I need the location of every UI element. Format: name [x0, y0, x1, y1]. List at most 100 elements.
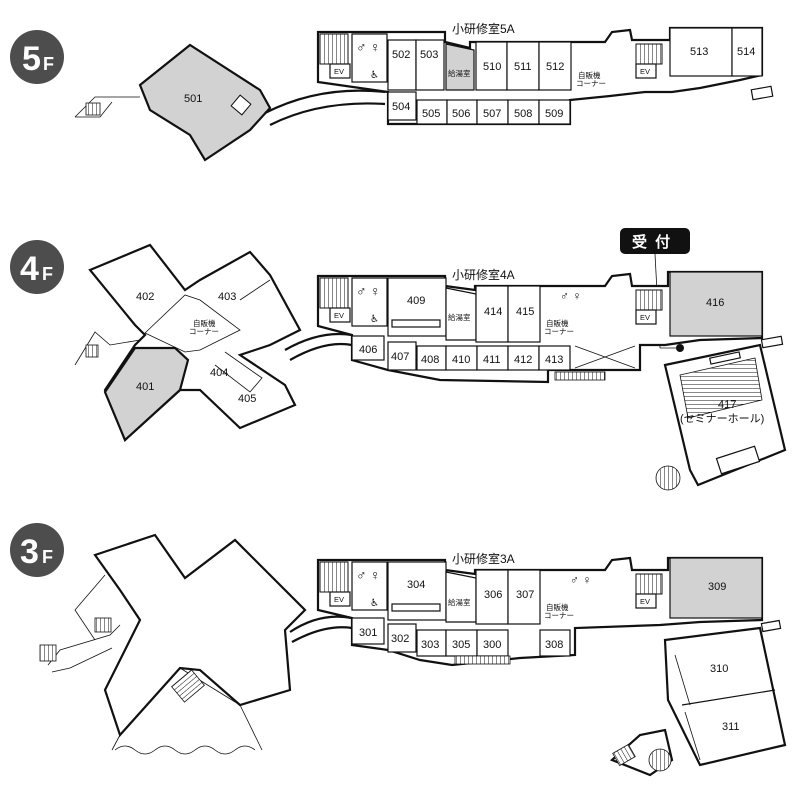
vending-4f-cross-label-1: 自販機: [193, 318, 216, 328]
building-3f-wing: [93, 533, 307, 738]
restroom-female-icon: ♀: [370, 567, 381, 583]
room-409-table: [391, 319, 441, 328]
room-411-label: 411: [483, 354, 501, 366]
stairs-5f-right: [635, 43, 663, 65]
room-510[interactable]: [475, 41, 508, 91]
room-306[interactable]: [475, 569, 509, 625]
room-415[interactable]: [507, 285, 541, 343]
elevator-5f-right[interactable]: [635, 63, 657, 79]
restroom-5f[interactable]: [351, 33, 388, 83]
room-300[interactable]: [476, 629, 509, 657]
elevator-3f-right[interactable]: [635, 593, 657, 609]
room-507-label: 507: [483, 108, 501, 120]
entrance-stairs-5f: [85, 102, 101, 116]
room-307[interactable]: [507, 569, 541, 625]
accessible-icon: ♿: [370, 314, 379, 325]
vending-4f-label-1: 自販機: [546, 318, 569, 328]
room-413[interactable]: [538, 345, 571, 371]
kitchenette-3f[interactable]: [445, 571, 477, 623]
room-309-label: 309: [708, 581, 726, 593]
balcony-3f: [760, 619, 782, 633]
stairs-3f-bottom: [454, 655, 511, 665]
room-512[interactable]: [538, 41, 572, 91]
room-304-label: 304: [407, 579, 425, 591]
room-408[interactable]: [416, 345, 447, 371]
entrance-walkway-3f-edge: [51, 647, 113, 673]
room-300-label: 300: [483, 639, 501, 651]
elevator-4f-left[interactable]: [329, 307, 351, 323]
room-509[interactable]: [538, 99, 571, 125]
room-514[interactable]: [731, 27, 763, 77]
vending-3f-label-2: コーナー: [544, 611, 574, 620]
room-303[interactable]: [416, 629, 447, 657]
elevator-5f-left-label: EV: [334, 67, 344, 76]
room-502[interactable]: [387, 39, 417, 91]
room-505[interactable]: [416, 99, 448, 125]
seminar-hall-stage: [708, 351, 742, 365]
room-301-label: 301: [359, 627, 377, 639]
reception-label: 受 付: [632, 233, 672, 251]
room-406[interactable]: [351, 335, 385, 361]
stairs-4f-left: [319, 277, 349, 309]
restroom-4f[interactable]: [351, 277, 388, 327]
room-309[interactable]: [669, 557, 763, 619]
room-416[interactable]: [669, 271, 763, 337]
floor-badge-number: 5: [22, 40, 41, 78]
stairs-4f-bottom: [554, 371, 606, 381]
vending-4f-label-2: コーナー: [544, 327, 574, 336]
room-401[interactable]: [103, 346, 190, 442]
vending-3f-label-1: 自販機: [546, 602, 569, 612]
room-501-column: [230, 94, 252, 116]
room-510-label: 510: [483, 61, 501, 73]
elevator-3f-left[interactable]: [329, 591, 351, 607]
room-402-label: 402: [136, 291, 154, 303]
elevator-4f-right[interactable]: [635, 309, 657, 325]
room-407[interactable]: [387, 341, 417, 371]
entrance-stairs-3f: [39, 644, 57, 662]
room-511[interactable]: [506, 41, 540, 91]
room-504[interactable]: [387, 91, 417, 121]
entrance-walkway-5f: [74, 96, 140, 118]
room-413-label: 413: [545, 354, 563, 366]
room-409-label: 409: [407, 295, 425, 307]
room-310-label: 310: [710, 663, 728, 675]
room-503-label: 503: [420, 49, 438, 61]
room-513[interactable]: [669, 27, 733, 77]
spiral-stairs-4f: [655, 465, 681, 491]
restroom-3f[interactable]: [351, 561, 388, 611]
water-line: [114, 745, 256, 755]
entrance-stairs-4f: [85, 344, 99, 358]
restroom-2-icon: ♂ ♀: [570, 573, 591, 587]
room-512-label: 512: [546, 61, 564, 73]
wing-outline-3f: [74, 574, 106, 641]
room-511-label: 511: [514, 61, 532, 73]
room-302[interactable]: [387, 623, 417, 653]
room-508[interactable]: [507, 99, 540, 125]
stairs-3f-right: [635, 573, 663, 595]
elevator-3f-left-label: EV: [334, 595, 344, 604]
room-501[interactable]: [138, 43, 272, 162]
elevator-5f-left[interactable]: [329, 63, 351, 79]
corridor-curve-4f-bottom: [289, 342, 353, 361]
vending-5f-label-2: コーナー: [576, 79, 606, 88]
room-501-label: 501: [184, 93, 202, 105]
room-508-label: 508: [514, 108, 532, 120]
restroom-male-icon: ♂: [356, 283, 367, 299]
stairs-4f-right: [635, 289, 663, 311]
floor-badge-5f: 5 F: [10, 30, 64, 84]
room-411[interactable]: [476, 345, 509, 371]
room-302-label: 302: [391, 633, 409, 645]
corridor-curve-5f-top: [264, 89, 386, 114]
room-410[interactable]: [445, 345, 478, 371]
reception-point: [676, 344, 684, 352]
room-301[interactable]: [351, 617, 385, 645]
room-507[interactable]: [476, 99, 509, 125]
room-505-label: 505: [422, 108, 440, 120]
room-308[interactable]: [539, 629, 571, 657]
room-506-label: 506: [452, 108, 470, 120]
kitchenette-5f[interactable]: [445, 43, 475, 91]
floor-5f: 5 F 501 EV ♂ ♀ ♿ 502 503 給湯室: [10, 21, 774, 162]
room-414[interactable]: [475, 285, 509, 343]
room-503[interactable]: [415, 39, 445, 91]
